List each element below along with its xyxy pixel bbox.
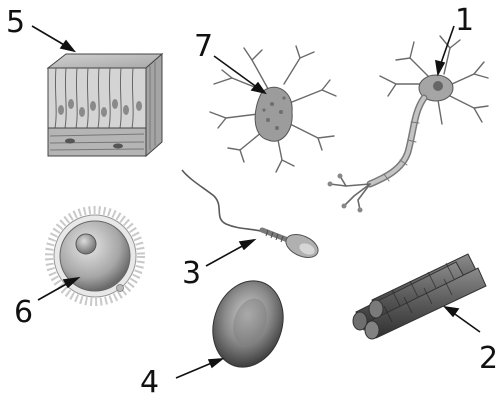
arrow-7 xyxy=(214,56,265,93)
label-7: 7 xyxy=(194,29,213,64)
epithelial-tissue xyxy=(48,54,162,156)
glial-cell xyxy=(210,46,336,172)
label-2: 2 xyxy=(479,341,498,376)
arrow-5 xyxy=(32,26,74,51)
arrow-2 xyxy=(445,307,480,332)
label-5: 5 xyxy=(6,5,25,40)
neuron xyxy=(328,36,489,213)
sperm-cell xyxy=(182,170,322,262)
label-3: 3 xyxy=(182,256,201,291)
label-4: 4 xyxy=(140,365,159,396)
egg-cell xyxy=(49,210,141,302)
arrow-3 xyxy=(206,240,254,266)
muscle-fibers xyxy=(353,254,486,339)
label-1: 1 xyxy=(455,3,474,38)
label-6: 6 xyxy=(14,295,33,330)
arrow-4 xyxy=(176,359,222,378)
